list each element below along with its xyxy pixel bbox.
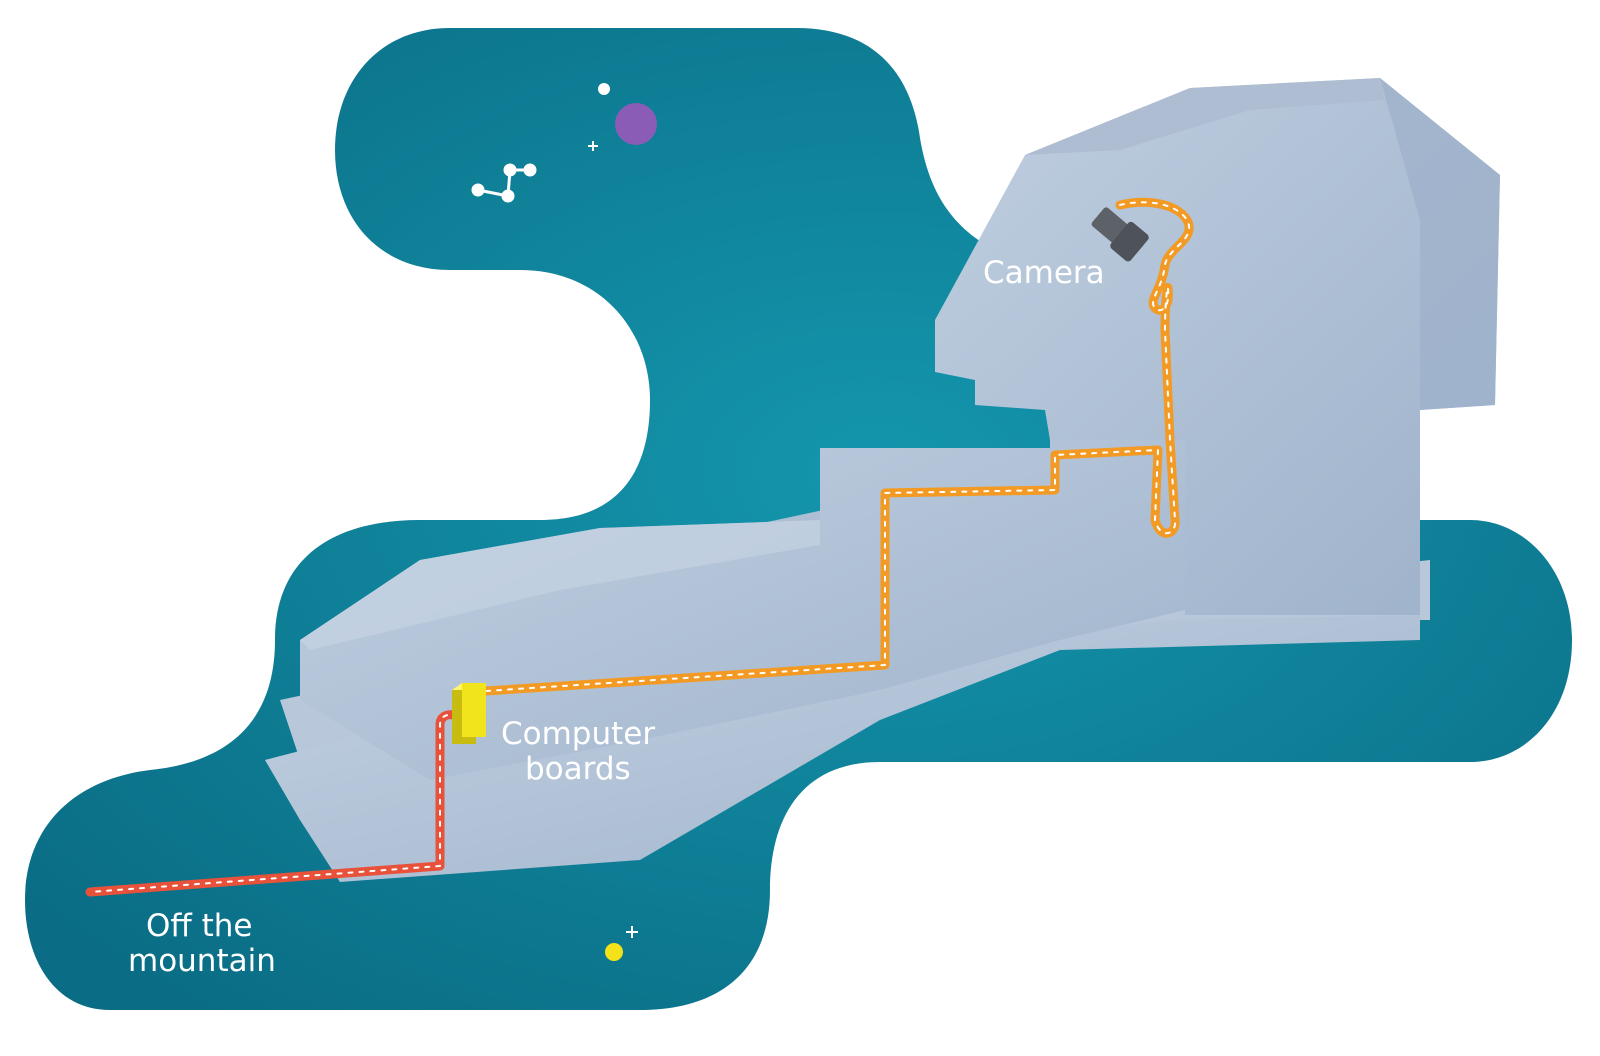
- sparkle-icon: [588, 141, 598, 151]
- mountain-rock: [265, 78, 1500, 882]
- computer-box-icon: [452, 683, 486, 744]
- constellation-icon: [471, 163, 537, 203]
- off-mountain-label-line2: mountain: [128, 943, 276, 979]
- star-icon: [598, 83, 610, 95]
- sparkle-icon: [626, 926, 638, 938]
- computer-boards-label-line1: Computer: [501, 716, 655, 752]
- off-mountain-label-line1: Off the: [146, 908, 253, 944]
- star-icon: [605, 943, 623, 961]
- camera-cable: [465, 197, 1194, 697]
- planet-icon: [615, 103, 657, 145]
- camera-icon: [1091, 207, 1149, 262]
- camera-label: Camera: [983, 255, 1105, 291]
- computer-boards-label-line2: boards: [525, 751, 631, 787]
